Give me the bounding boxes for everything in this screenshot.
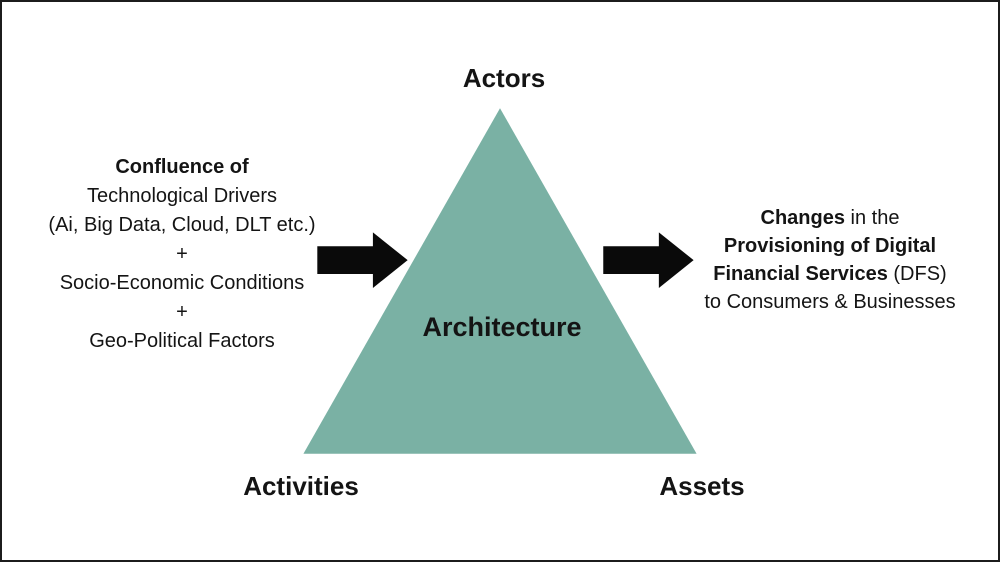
triangle-center-label: Architecture xyxy=(422,312,582,342)
drivers-text-block: Confluence of Technological Drivers (Ai,… xyxy=(27,153,337,356)
vertex-label-actors: Actors xyxy=(462,63,546,93)
arrow-right-icon xyxy=(603,232,694,288)
drivers-line: Geo-Political Factors xyxy=(89,330,275,352)
outcome-line: Provisioning of Digital xyxy=(723,235,937,257)
outcome-line: Financial Services (DFS) xyxy=(690,260,970,288)
drivers-title: Confluence of xyxy=(115,156,249,178)
drivers-line: Socio-Economic Conditions xyxy=(59,272,305,294)
drivers-line: Technological Drivers xyxy=(86,185,278,207)
arrow-right-icon xyxy=(317,232,408,288)
vertex-label-assets: Assets xyxy=(659,471,745,501)
outcome-text-block: Changes in the Provisioning of Digital F… xyxy=(690,204,970,316)
outcome-line-regular-part: in the xyxy=(844,207,900,229)
outcome-line-regular-part: (DFS) xyxy=(887,263,947,285)
outcome-line: Changes in the xyxy=(690,204,970,232)
plus-sign: + xyxy=(176,243,188,265)
outcome-line-bold-part: Changes xyxy=(760,207,845,229)
plus-sign: + xyxy=(176,301,188,323)
outcome-line: to Consumers & Businesses xyxy=(704,291,956,313)
vertex-label-activities: Activities xyxy=(243,471,359,501)
outcome-line-bold-part: Financial Services xyxy=(713,263,888,285)
architecture-triangle-shape xyxy=(303,108,697,454)
drivers-line: (Ai, Big Data, Cloud, DLT etc.) xyxy=(48,214,316,236)
